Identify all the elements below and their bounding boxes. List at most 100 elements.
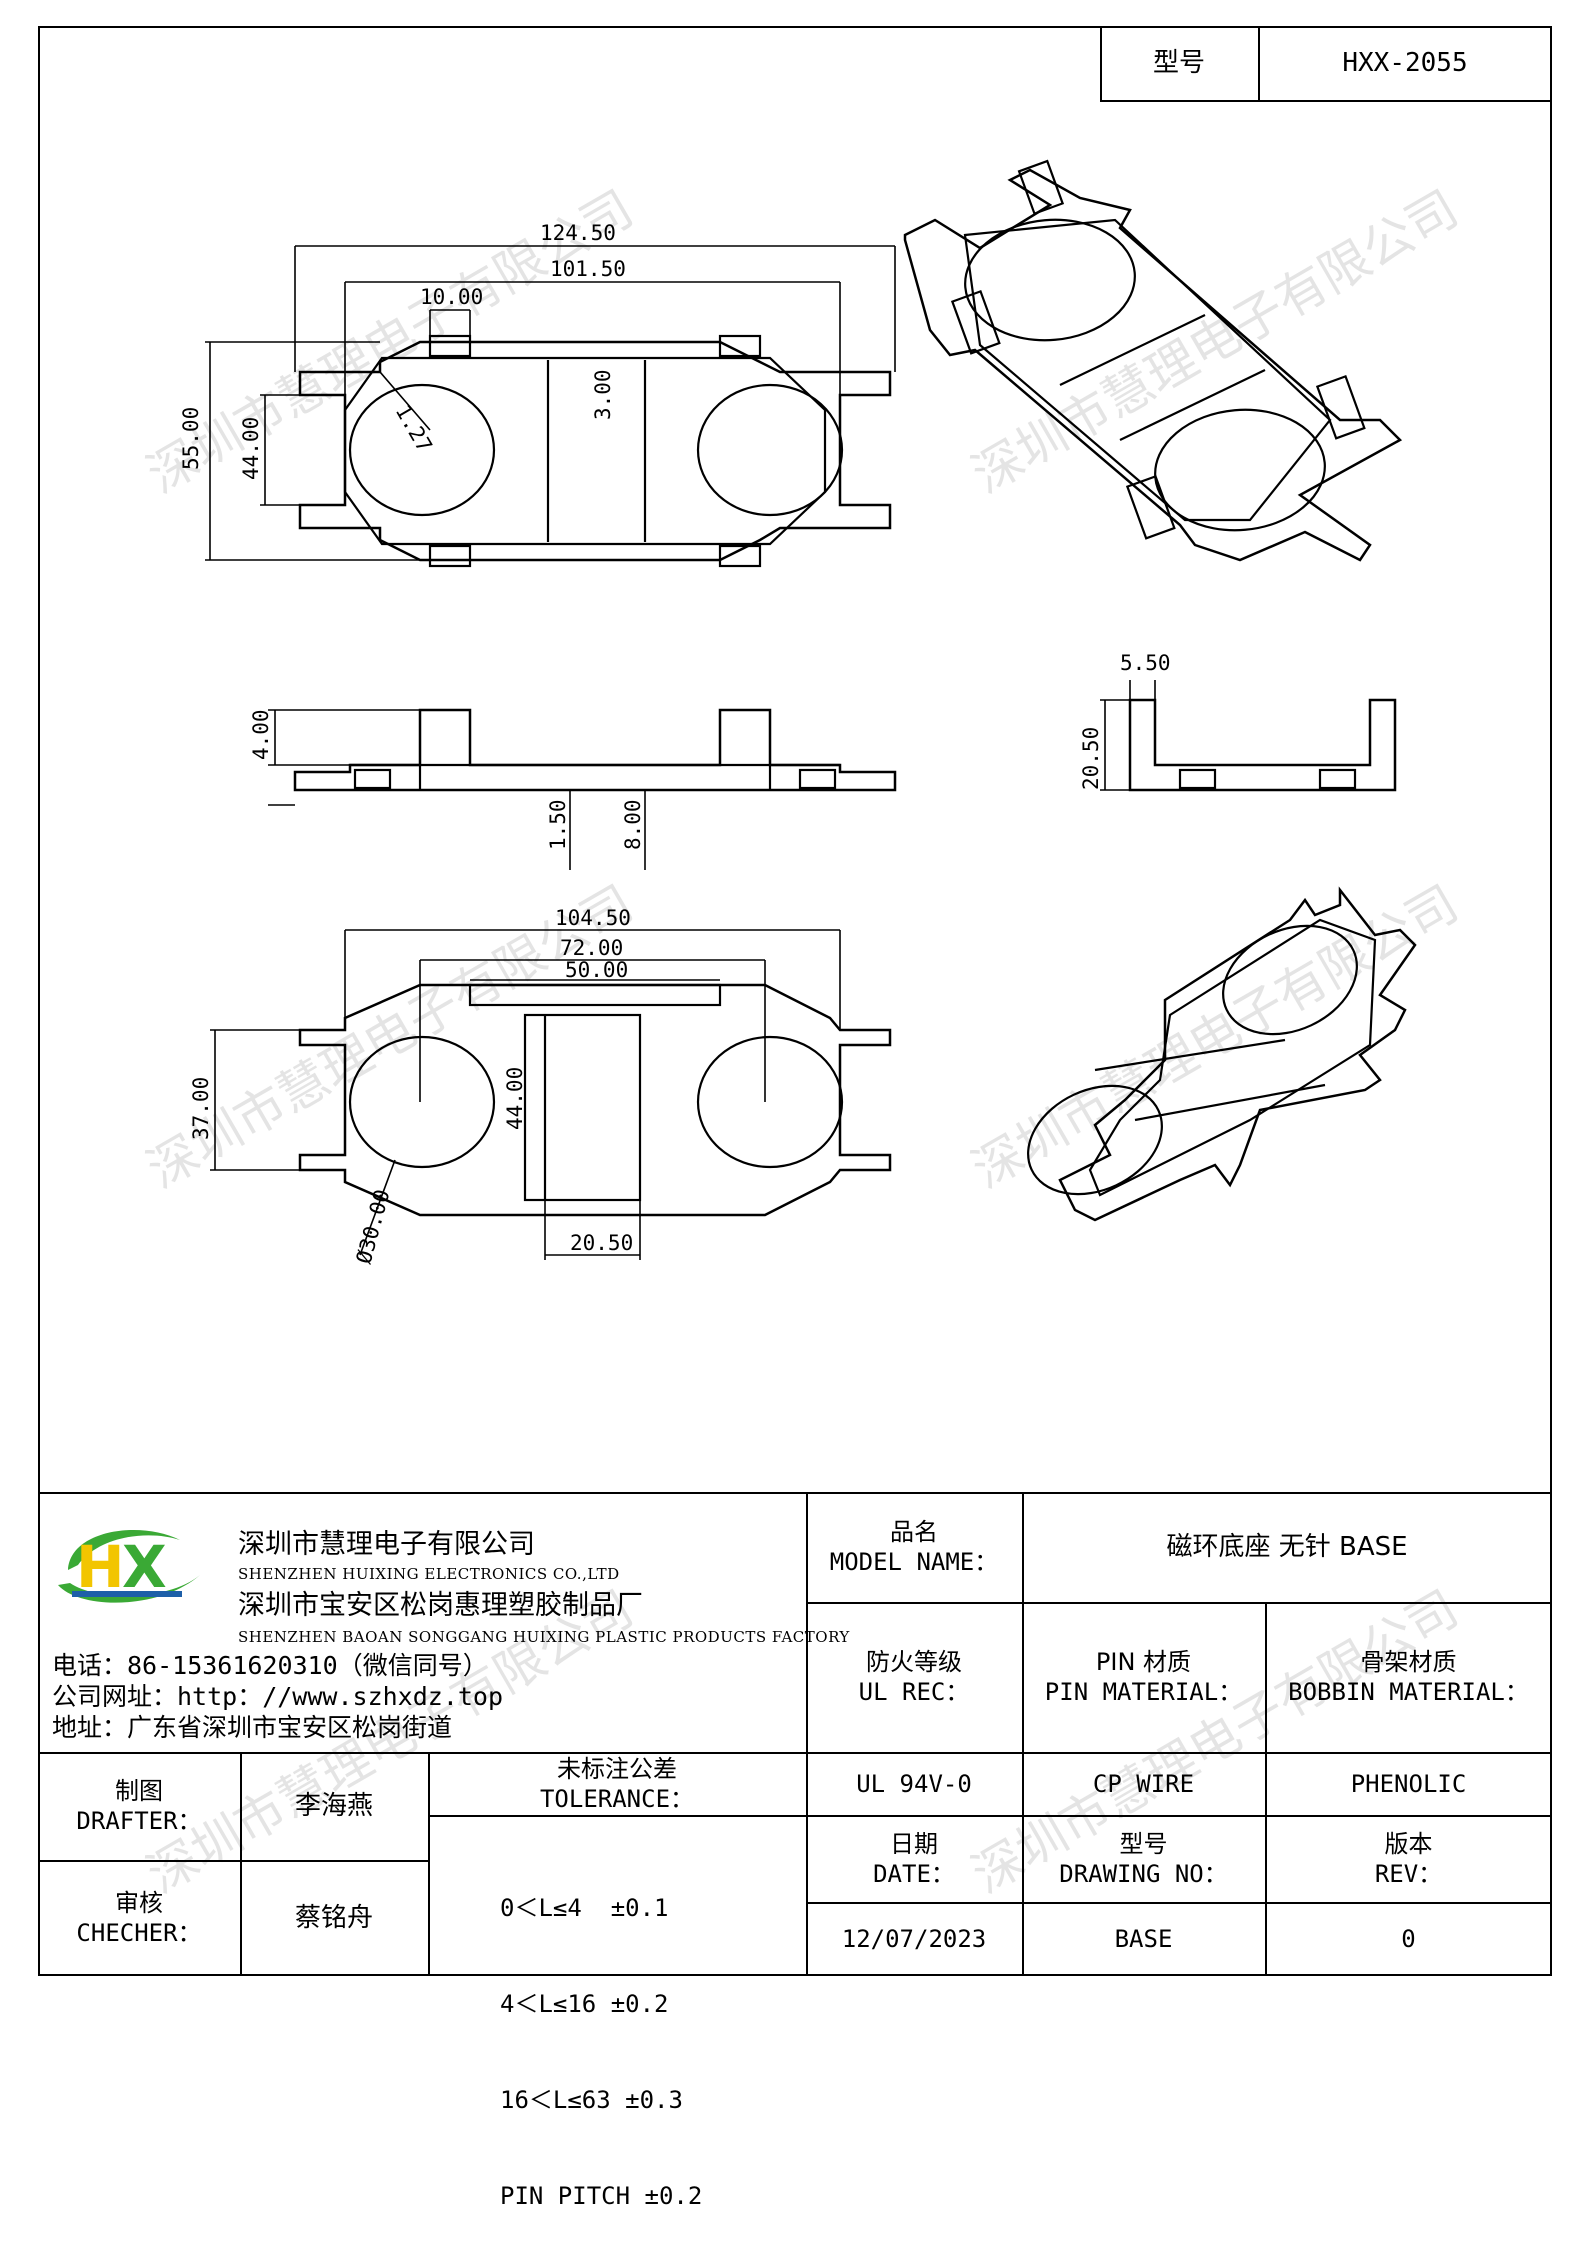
drawing-no-label-cn: 型号 — [1119, 1829, 1168, 1858]
dim-5-50: 5.50 — [1120, 651, 1171, 675]
tolerance-line: 16＜L≤63 ±0.3 — [500, 2086, 683, 2114]
model-name-label-cn: 品名 — [890, 1518, 938, 1546]
title-block-top — [38, 1492, 1552, 1494]
dim-3-00: 3.00 — [591, 369, 615, 420]
drafter-label: 制图 DRAFTER： — [38, 1752, 240, 1860]
contact-phone: 电话：86-15361620310（微信同号） — [52, 1651, 488, 1680]
model-value: HXX-2055 — [1342, 47, 1468, 78]
dim-dia-30-00: Ø30.00 — [352, 1187, 395, 1266]
side-view — [293, 708, 897, 792]
isometric-top — [903, 159, 1403, 562]
svg-text:H: H — [76, 1533, 125, 1601]
header-mid-line — [1258, 26, 1260, 102]
value-col-line — [428, 1752, 430, 1976]
dim-1-27: 1.27 — [391, 401, 437, 457]
drafter-row-line — [38, 1860, 428, 1862]
dim-44-00: 44.00 — [239, 417, 263, 480]
dim-104-50: 104.50 — [555, 906, 631, 930]
side-view-dimensions — [268, 709, 646, 870]
drawing-frame — [38, 26, 1552, 1976]
checker-value: 蔡铭舟 — [294, 1902, 373, 1933]
tolerance-line: 4＜L≤16 ±0.2 — [500, 1990, 669, 2018]
top-view-dimensions — [205, 245, 896, 561]
pin-material-label: PIN 材质 PIN MATERIAL： — [1022, 1602, 1265, 1752]
pin-material-value: CP WIRE — [1092, 1769, 1195, 1798]
drawing-no-label-en: DRAWING NO： — [1059, 1859, 1228, 1888]
rev-label-en: REV： — [1374, 1859, 1443, 1888]
drawing-no-label: 型号 DRAWING NO： — [1022, 1815, 1265, 1902]
tolerance-row-line — [428, 1815, 806, 1817]
date-label-en: DATE： — [873, 1859, 955, 1888]
isometric-bottom — [1027, 886, 1417, 1222]
bobbin-material-label-cn: 骨架材质 — [1360, 1648, 1457, 1676]
tolerance-label: 未标注公差 TOLERANCE： — [428, 1752, 806, 1815]
factory-name-cn: 深圳市宝安区松岗惠理塑胶制品厂 — [238, 1590, 643, 1621]
dim-8-00: 8.00 — [621, 799, 645, 850]
pin-material-label-en: PIN MATERIAL： — [1044, 1678, 1243, 1706]
title-col2-line — [1022, 1492, 1024, 1976]
name-col-line — [240, 1752, 242, 1976]
pin-material-label-cn: PIN 材质 — [1095, 1648, 1192, 1676]
factory-name-en: SHENZHEN BAOAN SONGGANG HUIXING PLASTIC … — [238, 1628, 850, 1646]
title-row-line — [806, 1902, 1552, 1904]
title-row-line — [806, 1815, 1552, 1817]
dim-72-00: 72.00 — [560, 936, 623, 960]
drafter-value: 李海燕 — [294, 1790, 373, 1821]
model-name-value: 磁环底座 无针 BASE — [1166, 1531, 1408, 1562]
model-name-label-en: MODEL NAME： — [829, 1548, 999, 1576]
dim-101-50: 101.50 — [550, 257, 626, 281]
tolerance-label-cn: 未标注公差 — [557, 1754, 677, 1783]
dim-10-00: 10.00 — [420, 285, 483, 309]
company-name-cn: 深圳市慧理电子有限公司 — [238, 1529, 535, 1560]
end-view — [1128, 698, 1397, 792]
rev-label-cn: 版本 — [1384, 1829, 1433, 1858]
company-name-en: SHENZHEN HUIXING ELECTRONICS CO.,LTD — [238, 1565, 620, 1583]
model-label: 型号 — [1152, 47, 1205, 78]
bobbin-material-value: PHENOLIC — [1350, 1769, 1467, 1798]
technical-drawing: 124.50 101.50 10.00 55.00 44.00 3.00 1.2… — [179, 159, 1417, 1266]
ul-rec-value: UL 94V-0 — [856, 1769, 972, 1798]
top-view — [298, 334, 892, 568]
dim-20-50: 20.50 — [570, 1231, 633, 1255]
checker-label-en: CHECHER： — [76, 1919, 202, 1947]
title-row-line — [38, 1752, 1552, 1754]
ul-rec-label-en: UL REC： — [858, 1678, 970, 1706]
company-logo: H X — [58, 1530, 200, 1603]
checker-label-cn: 审核 — [115, 1889, 163, 1917]
model-name-label: 品名 MODEL NAME： — [806, 1492, 1022, 1602]
dim-44-00-bottom: 44.00 — [503, 1067, 527, 1130]
drawing-no-value: BASE — [1114, 1925, 1173, 1953]
date-value: 12/07/2023 — [841, 1925, 987, 1953]
rev-value: 0 — [1401, 1925, 1416, 1953]
title-split-line — [806, 1492, 808, 1976]
contact-website: 公司网址：http：//www.szhxdz.top — [52, 1682, 504, 1711]
title-row-line — [806, 1602, 1552, 1604]
dim-4-00: 4.00 — [249, 709, 273, 760]
checker-label: 审核 CHECHER： — [38, 1860, 240, 1976]
dim-1-50: 1.50 — [546, 799, 570, 850]
date-label: 日期 DATE： — [806, 1815, 1022, 1902]
dim-55-00: 55.00 — [179, 407, 203, 470]
dim-37-00: 37.00 — [189, 1077, 213, 1140]
svg-text:X: X — [122, 1533, 167, 1601]
tolerance-line: 0＜L≤4 ±0.1 — [500, 1894, 669, 1922]
contact-address: 地址：广东省深圳市宝安区松岗街道 — [52, 1713, 453, 1742]
drafter-label-cn: 制图 — [115, 1777, 163, 1805]
bobbin-material-label: 骨架材质 BOBBIN MATERIAL： — [1265, 1602, 1552, 1752]
end-view-dimensions — [1100, 680, 1156, 791]
tolerance-line: PIN PITCH ±0.2 — [500, 2182, 703, 2210]
dim-124-50: 124.50 — [540, 221, 616, 245]
tolerance-label-en: TOLERANCE： — [539, 1784, 695, 1813]
date-label-cn: 日期 — [890, 1829, 938, 1858]
drafter-label-en: DRAFTER： — [76, 1807, 202, 1835]
ul-rec-label-cn: 防火等级 — [866, 1648, 962, 1676]
bobbin-material-label-en: BOBBIN MATERIAL： — [1288, 1678, 1529, 1706]
bottom-view-dimensions — [210, 929, 841, 1260]
title-col3-line — [1265, 1602, 1267, 1976]
dim-50-00: 50.00 — [565, 958, 628, 982]
header-left-line — [1100, 26, 1102, 102]
header-bottom-line — [1100, 100, 1552, 102]
tolerance-list: 0＜L≤4 ±0.1 4＜L≤16 ±0.2 16＜L≤63 ±0.3 PIN … — [500, 1828, 702, 2244]
dim-20-50-end: 20.50 — [1079, 727, 1103, 790]
ul-rec-label: 防火等级 UL REC： — [806, 1602, 1022, 1752]
